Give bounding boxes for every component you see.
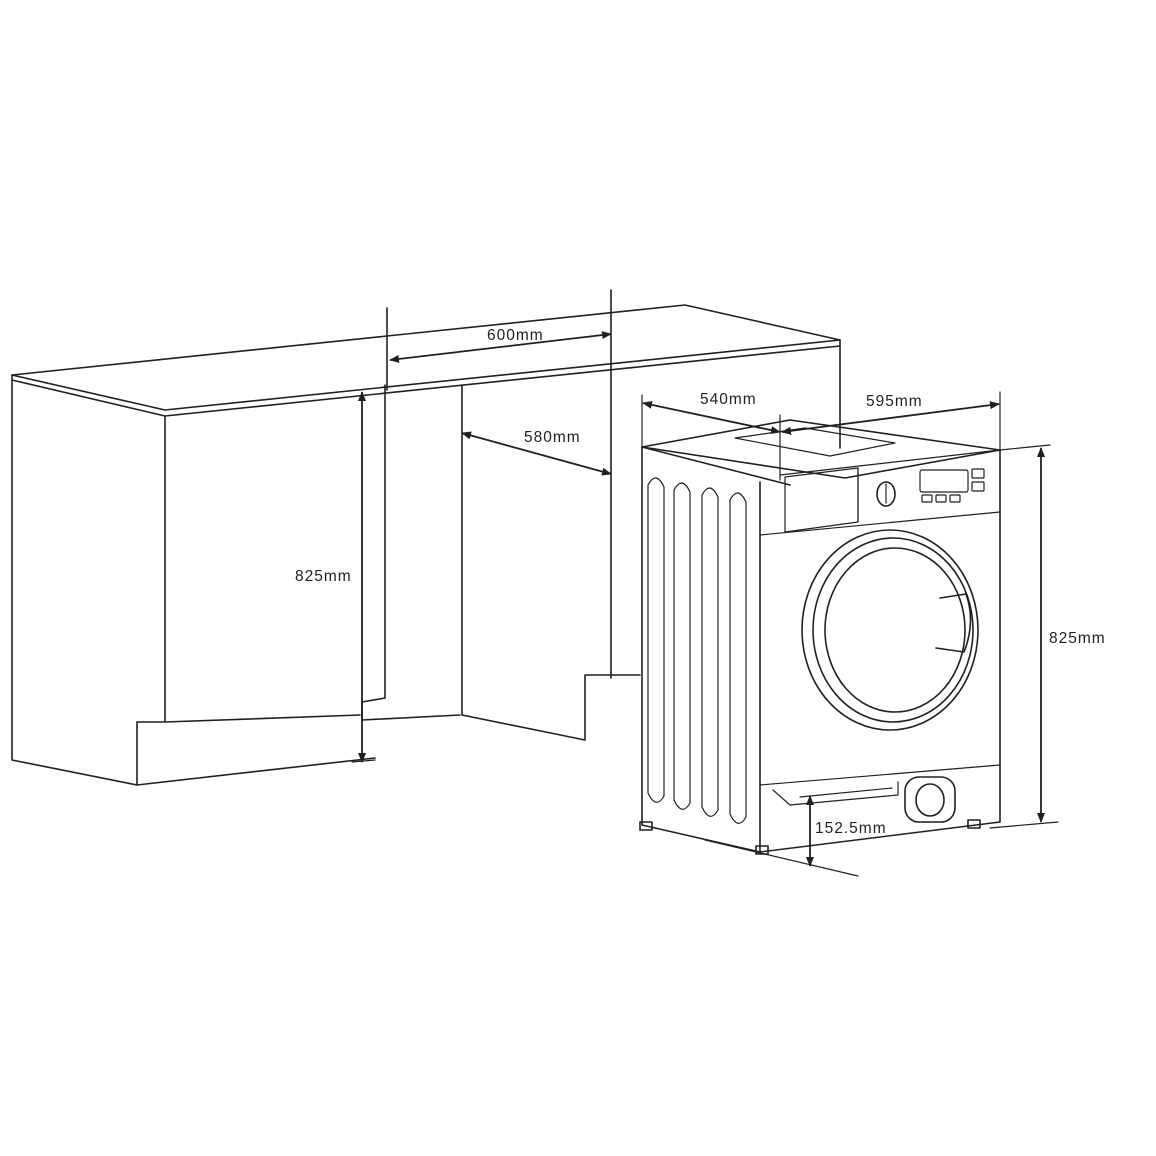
washing-machine [639,419,1059,877]
label-machine-width: 595mm [866,393,923,410]
dimension-lines [351,331,1051,867]
kickplate-top [759,764,1001,786]
floor-line-right [989,821,1059,829]
filter-cap [915,783,945,817]
recess-back-wall [461,384,641,741]
control-panel-bottom [759,511,1001,536]
label-machine-height: 825mm [1049,630,1106,647]
door-glass [824,547,966,713]
filter-cover [904,776,956,823]
program-knob [876,481,896,507]
machine-foot [639,821,653,831]
side-rib [647,477,665,803]
machine-side-top-edge [641,446,791,486]
door-handle [935,593,972,653]
door-middle-ring [812,537,974,723]
control-button [921,494,933,503]
machine-foot [967,819,981,829]
recess-left-wall [361,384,461,721]
door-outer-ring [801,529,979,731]
side-rib [701,487,719,817]
machine-top [641,419,1001,479]
dim-arrow-machine-width [781,401,1000,435]
control-button [971,481,985,492]
machine-front-outline [759,449,1001,853]
side-rib [729,492,747,824]
dim-arrow-cabinet-width [389,331,612,363]
control-button [971,468,985,479]
dimension-labels: 600mm 580mm 825mm 540mm 595mm 825mm 152.… [295,327,1106,837]
label-machine-depth: 540mm [700,391,757,408]
floor-line [704,839,859,877]
kitchen-cabinet-run [11,289,841,786]
left-cabinet-plinth [136,721,376,786]
label-cabinet-width: 600mm [487,327,544,344]
label-cabinet-depth: 580mm [524,429,581,446]
kickplate-tray [772,781,899,806]
kickplate-tray-inner [799,787,893,798]
machine-side [641,446,761,853]
left-cabinet-front [11,379,138,786]
side-ribs [647,477,747,824]
label-plinth-height: 152.5mm [815,820,887,837]
top-seam [779,449,1001,476]
dim-ext-machine-height-top [999,444,1051,451]
label-cabinet-height: 825mm [295,568,352,585]
display-panel [919,469,969,493]
side-rib [673,482,691,810]
dim-arrow-machine-depth [642,400,781,435]
control-button [949,494,961,503]
dim-ext-cabinet-height [351,759,376,763]
control-button [935,494,947,503]
dim-arrow-cabinet-depth [461,431,612,476]
